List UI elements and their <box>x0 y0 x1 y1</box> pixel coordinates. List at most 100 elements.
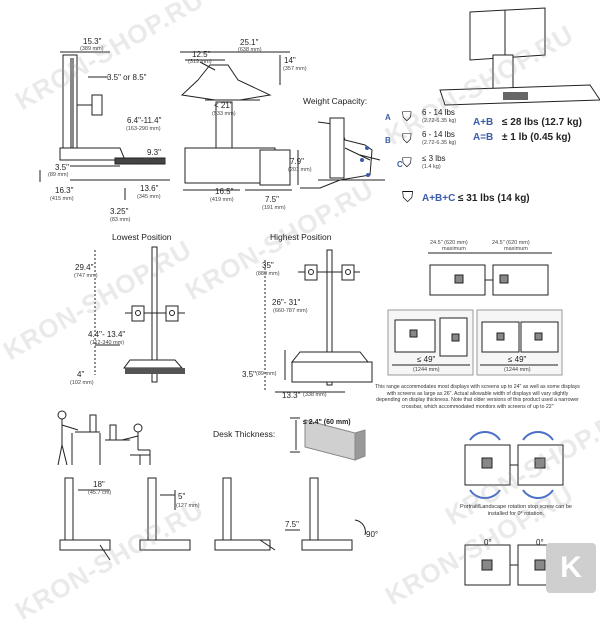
lowest-position-drawing <box>94 246 185 383</box>
dim-49-b-mm: (1244 mm) <box>504 367 531 373</box>
user-figures <box>57 410 151 466</box>
dim-6-4-11-4-mm: (163-290 mm) <box>126 126 161 132</box>
dim-26-31: 26"- 31" <box>272 298 301 307</box>
weight-icon-c: ⛉ <box>402 155 412 170</box>
dim-18-cm: (45.7 cm) <box>88 490 112 496</box>
dim-3-5-side: 3.5" <box>242 370 256 379</box>
angle-90: 90° <box>366 530 379 539</box>
dim-12-5: 12.5" <box>192 50 211 59</box>
dim-7-9: 7.9" <box>290 157 304 166</box>
dim-3-5-mm: (89 mm) <box>48 172 69 178</box>
weight-c-kg: (1.4 kg) <box>422 164 441 170</box>
width-1: 24.5" (620 mm) <box>430 240 468 246</box>
weight-capacity-drawing <box>300 117 385 189</box>
dim-4: 4" <box>77 370 85 379</box>
rotation-note: Portrait/Landscape rotation stop screw c… <box>460 504 572 517</box>
dim-5: 5" <box>178 492 186 501</box>
dim-7-9-mm: (201 mm) <box>288 167 312 173</box>
dim-25-1: 25.1" <box>240 38 259 47</box>
dim-49-a: ≤ 49" <box>417 355 436 364</box>
weight-capacity-title: Weight Capacity: <box>303 96 368 106</box>
sum-ab-label: A+B <box>473 117 494 128</box>
dim-16-3-mm: (415 mm) <box>50 196 74 202</box>
dim-13-6: 13.6" <box>140 184 159 193</box>
dim-7-5: 7.5" <box>265 195 279 204</box>
weight-a-value: 6 - 14 lbs <box>422 108 455 117</box>
dim-7-5-mm: (191 mm) <box>262 205 286 211</box>
label-b: B <box>385 136 391 145</box>
dim-3-25-mm: (83 mm) <box>110 217 131 223</box>
monitor-range-note: This range accommodates most displays wi… <box>375 384 580 410</box>
dim-15-3-mm: (389 mm) <box>80 46 104 52</box>
dim-29-4: 29.4" <box>75 263 94 272</box>
dim-9-3: 9.3" <box>147 148 161 157</box>
monitor-width-diagram <box>387 252 563 376</box>
bottom-sequence-drawings <box>59 477 366 561</box>
brand-logo-letter: K <box>560 551 582 584</box>
brand-logo: K <box>546 543 596 593</box>
sum-ab-value: ≤ 28 lbs (12.7 kg) <box>502 117 582 128</box>
dim-16-5: 16.5" <box>215 187 234 196</box>
dim-3-5-side-mm: (89 mm) <box>256 371 277 377</box>
dim-16-3: 16.3" <box>55 186 74 195</box>
line-drawings <box>39 7 600 586</box>
desk-thickness-label: Desk Thickness: <box>213 429 276 439</box>
dim-16-5-mm: (419 mm) <box>210 197 234 203</box>
weight-c-value: ≤ 3 lbs <box>422 154 446 163</box>
weight-icon-total: ⛉ <box>402 189 414 206</box>
weight-icon-a: ⛉ <box>402 109 412 124</box>
dim-9-3-mm: (237 mm) <box>142 158 166 164</box>
dim-25-1-mm: (638 mm) <box>238 47 262 53</box>
diff-ab-value: ± 1 lb (0.45 kg) <box>502 132 571 143</box>
top-right-thumbnail <box>439 7 600 106</box>
weight-icon-b: ⛉ <box>402 131 412 146</box>
weight-b-kg: (2.72-6.35 kg) <box>422 140 457 146</box>
lowest-position-title: Lowest Position <box>112 232 172 242</box>
dim-7-5-bottom: 7.5" <box>285 520 299 529</box>
zero-degree-b: 0° <box>536 538 544 547</box>
dim-26-31-mm: (660-787 mm) <box>273 308 308 314</box>
weight-a-kg: (2.72-6.35 kg) <box>422 118 457 124</box>
top-middle-top-view <box>180 51 299 191</box>
highest-position-title: Highest Position <box>270 232 332 242</box>
sum-abc-label: A+B+C <box>422 193 456 204</box>
sum-abc-value: ≤ 31 lbs (14 kg) <box>458 193 530 204</box>
dim-6-4-11-4: 6.4"-11.4" <box>127 116 162 125</box>
width-2-sub: maximum <box>504 246 528 252</box>
dim-13-6-mm: (345 mm) <box>137 194 161 200</box>
dim-lt-21-mm: (533 mm) <box>212 111 236 117</box>
desk-thickness-value: ≤ 2.4" (60 mm) <box>303 419 351 426</box>
diff-ab-label: A=B <box>473 132 494 143</box>
dim-4-4-13-4-mm: (112-340 mm) <box>90 340 125 346</box>
highest-position-drawing <box>264 249 373 393</box>
dim-4-4-13-4: 4.4"- 13.4" <box>88 330 126 339</box>
dim-13-3-mm: (338 mm) <box>303 392 327 398</box>
width-2: 24.5" (620 mm) <box>492 240 530 246</box>
label-a: A <box>385 113 391 122</box>
dim-14-mm: (357 mm) <box>283 66 307 72</box>
top-left-side-view <box>39 51 170 200</box>
dim-35: 35" <box>262 261 274 270</box>
dim-18: 18" <box>93 480 105 489</box>
dim-3-25: 3.25" <box>110 207 129 216</box>
dim-lt-21: < 21" <box>214 101 233 110</box>
dim-3-5: 3.5" <box>55 163 69 172</box>
dim-35-mm: (889 mm) <box>256 271 280 277</box>
weight-b-value: 6 - 14 lbs <box>422 130 455 139</box>
dim-13-3: 13.3" <box>282 391 301 400</box>
dim-15-3: 15.3" <box>83 37 102 46</box>
desk-thickness-drawing <box>290 417 366 461</box>
rotation-diagrams <box>464 431 564 586</box>
zero-degree-a: 0° <box>484 538 492 547</box>
dim-3-5-or-8-5: 3.5" or 8.5" <box>107 73 147 82</box>
dim-49-b: ≤ 49" <box>508 355 527 364</box>
dim-4-mm: (102 mm) <box>70 380 94 386</box>
dim-14: 14" <box>284 56 296 65</box>
dim-5-mm: (127 mm) <box>176 503 200 509</box>
dim-12-5-mm: (319 mm) <box>188 59 212 65</box>
width-1-sub: maximum <box>442 246 466 252</box>
dim-49-a-mm: (1244 mm) <box>413 367 440 373</box>
label-c: C <box>397 160 403 169</box>
dim-29-4-mm: (747 mm) <box>74 273 98 279</box>
